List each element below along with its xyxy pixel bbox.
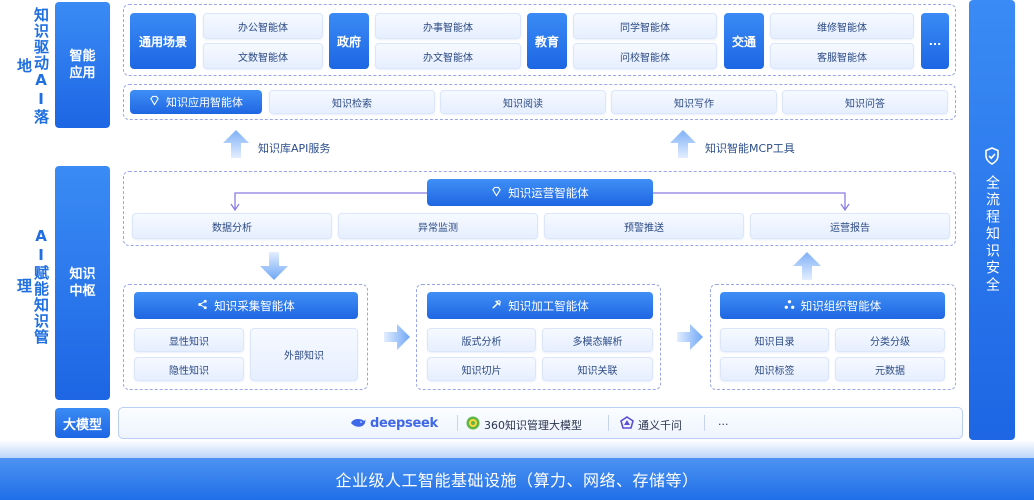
security-label: 全流程知识安全 [984, 174, 1000, 294]
knowledge-app-block [123, 84, 956, 120]
model-deepseek: deepseek [350, 414, 438, 433]
ops-header: 知识运营智能体 [427, 179, 653, 206]
process-item: 多模态解析 [542, 328, 653, 352]
knowledge-app-item: 知识阅读 [440, 90, 606, 114]
ops-item: 运营报告 [750, 213, 950, 239]
knowledge-app-item: 知识问答 [782, 90, 948, 114]
diamond-icon [149, 95, 160, 109]
row-label-app: 智能应用 [55, 2, 110, 128]
footer-bar: 企业级人工智能基础设施（算力、网络、存储等） [0, 458, 1034, 500]
left-label-top: 知识驱动AI落地 [15, 2, 50, 130]
shield-icon [984, 146, 1000, 169]
model-tongyi: 通义千问 [620, 415, 682, 434]
footer-base-glow [0, 440, 1034, 460]
knowledge-app-header: 知识应用智能体 [130, 90, 262, 114]
knowledge-app-item: 知识检索 [269, 90, 435, 114]
tools-icon [491, 299, 502, 313]
network-icon [784, 299, 795, 313]
model-360: 360知识管理大模型 [466, 415, 582, 434]
process-block [416, 284, 661, 390]
organize-block [710, 284, 956, 390]
scenario-item: 办事智能体 [375, 13, 521, 39]
scenario-item: 文数智能体 [203, 43, 323, 69]
security-bar: 全流程知识安全 [969, 0, 1015, 440]
model-more: ... [718, 415, 729, 428]
left-label-bottom: AI赋能知识管理 [15, 222, 50, 350]
organize-item: 知识标签 [720, 357, 829, 381]
collect-item: 显性知识 [134, 328, 244, 352]
scenario-group-0: 通用场景 [130, 13, 196, 69]
ops-block [123, 171, 956, 246]
api-service-label: 知识库API服务 [258, 142, 331, 155]
process-item: 知识关联 [542, 357, 653, 381]
scenario-group-2: 教育 [527, 13, 567, 69]
footer-text: 企业级人工智能基础设施（算力、网络、存储等） [335, 471, 699, 490]
left-label-bottom-text: AI赋能知识管理 [15, 227, 50, 345]
organize-item: 知识目录 [720, 328, 829, 352]
mcp-tool-label: 知识智能MCP工具 [705, 142, 795, 155]
scenario-item: 客服智能体 [770, 43, 914, 69]
organize-header: 知识组织智能体 [720, 292, 945, 319]
up-arrow-icon [669, 128, 697, 164]
model-divider [608, 415, 609, 431]
scenario-item: 问校智能体 [573, 43, 717, 69]
scenario-block [123, 4, 956, 76]
process-item: 版式分析 [427, 328, 536, 352]
row-label-hub: 知识中枢 [55, 166, 110, 400]
whale-icon [350, 414, 366, 433]
scenario-group-1: 政府 [329, 13, 369, 69]
collect-item: 外部知识 [250, 328, 358, 381]
tongyi-logo-icon [620, 415, 634, 434]
up-arrow-icon [222, 128, 250, 164]
model-divider [704, 415, 705, 431]
left-label-top-text: 知识驱动AI落地 [15, 7, 50, 125]
right-arrow-icon [675, 322, 705, 356]
ops-loop-arrow [230, 192, 850, 212]
scenario-item: 维修智能体 [770, 13, 914, 39]
row-label-model: 大模型 [55, 408, 110, 438]
down-arrow-icon [258, 250, 290, 286]
process-item: 知识切片 [427, 357, 536, 381]
scenario-item: 办公智能体 [203, 13, 323, 39]
360-logo-icon [466, 415, 480, 434]
diamond-icon [491, 186, 502, 200]
model-divider [457, 415, 458, 431]
scenario-item: 同学智能体 [573, 13, 717, 39]
share-icon [197, 299, 208, 313]
model-row [118, 407, 963, 439]
scenario-group-3: 交通 [724, 13, 764, 69]
organize-item: 分类分级 [835, 328, 945, 352]
up-arrow-icon [791, 250, 823, 286]
collect-item: 隐性知识 [134, 357, 244, 381]
right-arrow-icon [382, 322, 412, 356]
scenario-item: 办文智能体 [375, 43, 521, 69]
ops-item: 预警推送 [544, 213, 744, 239]
ops-item: 数据分析 [132, 213, 332, 239]
collect-block [123, 284, 368, 390]
scenario-more: ... [921, 13, 949, 69]
ops-item: 异常监测 [338, 213, 538, 239]
process-header: 知识加工智能体 [427, 292, 653, 319]
organize-item: 元数据 [835, 357, 945, 381]
collect-header: 知识采集智能体 [134, 292, 358, 319]
knowledge-app-item: 知识写作 [611, 90, 777, 114]
